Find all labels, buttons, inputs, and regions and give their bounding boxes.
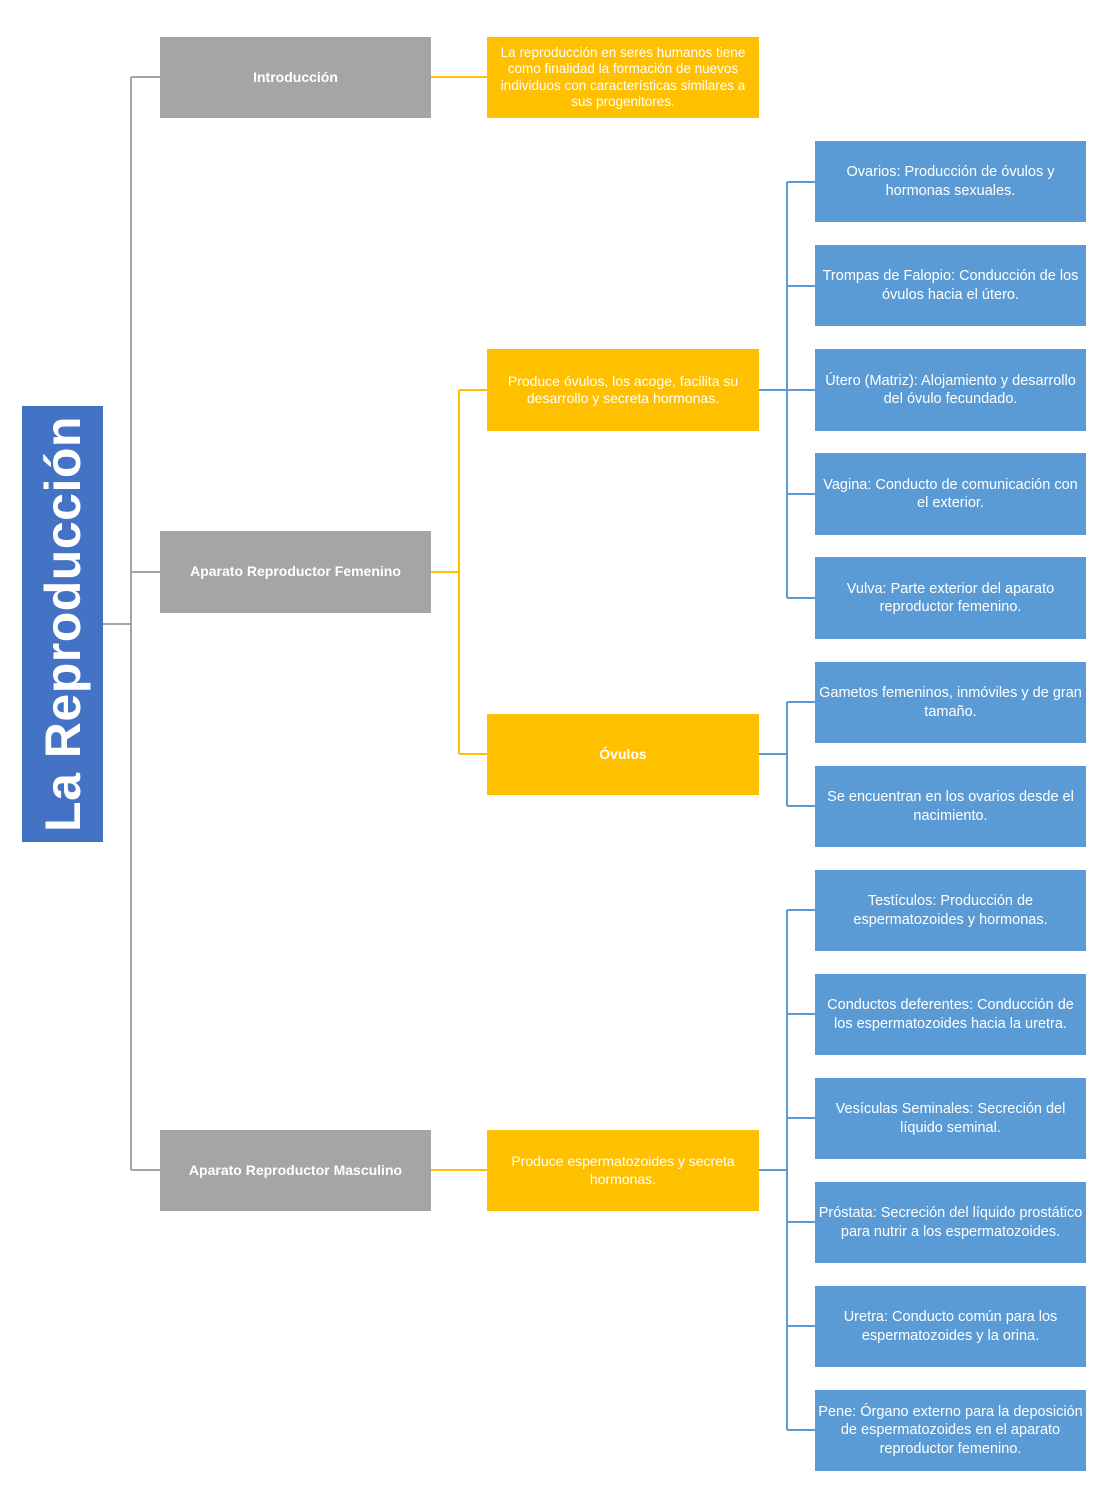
root-title: La Reproducción xyxy=(34,416,91,832)
node-ovulos-fact-2: Se encuentran en los ovarios desde el na… xyxy=(815,766,1086,847)
node-organ-vesiculas-seminales: Vesículas Seminales: Secreción del líqui… xyxy=(815,1078,1086,1159)
node-organ-vulva: Vulva: Parte exterior del aparato reprod… xyxy=(815,557,1086,639)
node-organ-conductos-deferentes: Conductos deferentes: Conducción de los … xyxy=(815,974,1086,1055)
node-organ-pene: Pene: Órgano externo para la deposición … xyxy=(815,1390,1086,1471)
node-aparato-femenino: Aparato Reproductor Femenino xyxy=(160,531,431,613)
node-organ-prostata: Próstata: Secreción del líquido prostáti… xyxy=(815,1182,1086,1263)
node-ovulos-fact-1: Gametos femeninos, inmóviles y de gran t… xyxy=(815,662,1086,743)
node-masculino-function: Produce espermatozoides y secreta hormon… xyxy=(487,1130,759,1211)
node-organ-vagina: Vagina: Conducto de comunicación con el … xyxy=(815,453,1086,535)
node-introduccion-description: La reproducción en seres humanos tiene c… xyxy=(487,37,759,118)
node-organ-utero: Útero (Matriz): Alojamiento y desarrollo… xyxy=(815,349,1086,431)
node-ovulos: Óvulos xyxy=(487,714,759,795)
node-organ-uretra: Uretra: Conducto común para los espermat… xyxy=(815,1286,1086,1367)
node-introduccion: Introducción xyxy=(160,37,431,118)
node-aparato-masculino: Aparato Reproductor Masculino xyxy=(160,1130,431,1211)
node-femenino-function: Produce óvulos, los acoge, facilita su d… xyxy=(487,349,759,431)
node-organ-trompas: Trompas de Falopio: Conducción de los óv… xyxy=(815,245,1086,326)
node-organ-testiculos: Testículos: Producción de espermatozoide… xyxy=(815,870,1086,951)
node-organ-ovarios: Ovarios: Producción de óvulos y hormonas… xyxy=(815,141,1086,222)
root-title-box: La Reproducción xyxy=(22,406,103,842)
